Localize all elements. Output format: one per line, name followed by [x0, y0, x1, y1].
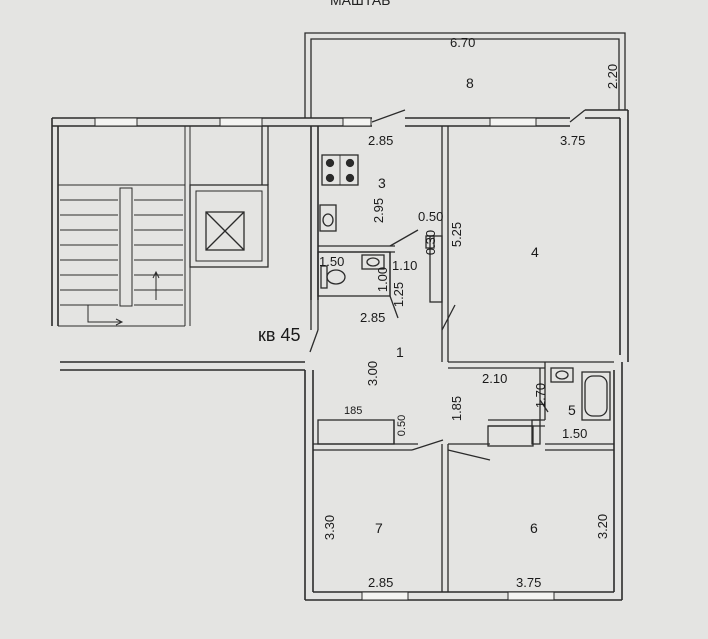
dim-kitchen-depth: 2.95 — [371, 197, 387, 224]
room-number-5: 5 — [568, 402, 576, 418]
dim-125: 1.25 — [391, 281, 407, 308]
dim-110: 1.10 — [392, 258, 418, 273]
door-swings — [371, 109, 586, 123]
dim-room7-depth: 3.30 — [322, 514, 338, 541]
dim-balcony-width: 6.70 — [450, 35, 476, 50]
elevator-shaft — [189, 126, 269, 268]
ventilation-duct — [425, 235, 443, 303]
dim-wc-150: 1.50 — [319, 254, 345, 269]
dim-210: 2.10 — [482, 371, 508, 386]
dim-room6-depth: 3.20 — [595, 513, 611, 540]
hall-walls — [309, 300, 614, 369]
dim-room4-depth: 5.25 — [449, 221, 465, 248]
room-number-8: 8 — [466, 75, 474, 91]
room-number-4: 4 — [531, 244, 539, 260]
dim-balcony-depth: 2.20 — [605, 63, 621, 90]
dim-room4-width: 3.75 — [560, 133, 586, 148]
dim-room7-width: 2.85 — [368, 575, 394, 590]
apartment-label: кв 45 — [258, 325, 301, 345]
outer-walls — [51, 109, 629, 601]
room-number-3: 3 — [378, 175, 386, 191]
room-number-1: 1 — [396, 344, 404, 360]
bedroom-walls — [313, 439, 614, 592]
room-number-7: 7 — [375, 520, 383, 536]
stove — [321, 154, 359, 186]
wc-block — [317, 251, 399, 319]
dim-room6-width: 3.75 — [516, 575, 542, 590]
staircase — [58, 126, 191, 327]
dim-170: 1.70 — [533, 382, 549, 409]
balcony-outline — [304, 32, 626, 118]
dim-hall-depth: 3.00 — [365, 360, 381, 387]
kitchen-sink — [319, 204, 337, 232]
dim-050-low: 0.50 — [396, 414, 409, 437]
dim-bath-150: 1.50 — [562, 426, 588, 441]
windows — [94, 117, 555, 601]
room-number-6: 6 — [530, 520, 538, 536]
dim-hall-285: 2.85 — [360, 310, 386, 325]
dim-100: 1.00 — [375, 266, 391, 293]
dim-185-niche: 185 — [344, 405, 363, 417]
dim-185-vertical: 1.85 — [449, 395, 465, 422]
bathroom-walls — [487, 362, 611, 447]
wardrobe-niche — [317, 419, 395, 445]
scale-title: МАШТАБ — [330, 0, 391, 8]
dim-duct-030: 0.30 — [423, 229, 439, 256]
dim-duct-050: 0.50 — [418, 209, 444, 224]
dim-kitchen-width: 2.85 — [368, 133, 394, 148]
